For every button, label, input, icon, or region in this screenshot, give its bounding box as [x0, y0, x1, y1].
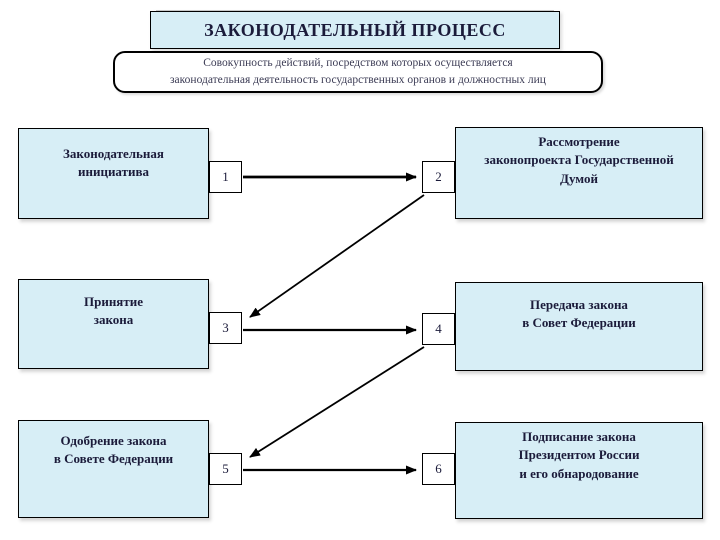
- step-number-box-4: 4: [422, 313, 455, 345]
- title-box: ЗАКОНОДАТЕЛЬНЫЙ ПРОЦЕСС: [150, 11, 560, 49]
- step-box-legislative-initiative: Законодательная инициатива: [18, 128, 209, 219]
- step-number-2: 2: [435, 169, 442, 184]
- step-number-1: 1: [222, 169, 229, 184]
- step-label-2: Рассмотрение законопроекта Государственн…: [484, 134, 674, 186]
- step-label-4: Передача закона в Совет Федерации: [522, 297, 636, 331]
- arrow-2-to-3: [249, 194, 425, 318]
- slide-title: ЗАКОНОДАТЕЛЬНЫЙ ПРОЦЕСС: [204, 19, 506, 40]
- step-box-transfer-federation-council: Передача закона в Совет Федерации: [455, 282, 703, 371]
- step-label-1: Законодательная инициатива: [63, 146, 164, 180]
- definition-box: Совокупность действий, посредством котор…: [113, 51, 603, 93]
- step-number-4: 4: [435, 321, 442, 336]
- step-number-3: 3: [222, 320, 229, 335]
- step-number-5: 5: [222, 461, 229, 476]
- step-number-box-3: 3: [209, 312, 242, 344]
- step-box-president-signing: Подписание закона Президентом России и е…: [455, 422, 703, 519]
- step-label-3: Принятие закона: [83, 294, 143, 328]
- step-number-box-6: 6: [422, 453, 455, 485]
- step-number-box-2: 2: [422, 161, 455, 193]
- arrow-4-to-5: [249, 346, 425, 458]
- definition-text: Совокупность действий, посредством котор…: [170, 57, 546, 86]
- step-number-6: 6: [435, 461, 442, 476]
- step-label-6: Подписание закона Президентом России и е…: [518, 429, 640, 481]
- step-box-law-adoption: Принятие закона: [18, 279, 209, 369]
- step-number-box-5: 5: [209, 453, 242, 485]
- step-box-duma-consideration: Рассмотрение законопроекта Государственн…: [455, 127, 703, 219]
- step-label-5: Одобрение закона в Совете Федерации: [53, 433, 174, 467]
- step-number-box-1: 1: [209, 161, 242, 193]
- step-box-federation-council-approval: Одобрение закона в Совете Федерации: [18, 420, 209, 518]
